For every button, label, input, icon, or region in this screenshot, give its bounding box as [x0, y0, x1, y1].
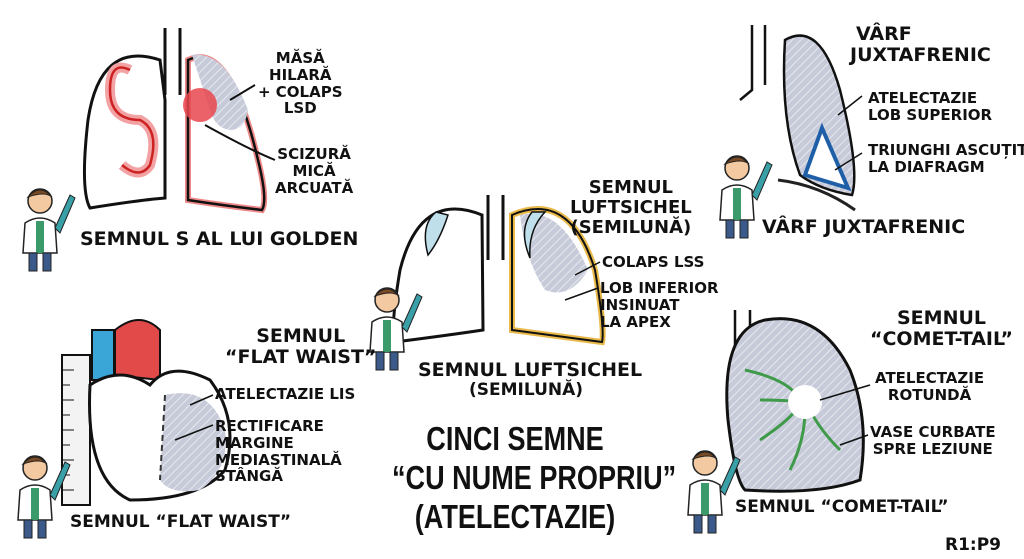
- label-line: INSINUAT: [600, 295, 680, 314]
- main-title: CINCI SEMNE “CU NUME PROPRIU” (ATELECTAZ…: [392, 420, 677, 537]
- title-line: SEMNUL: [588, 177, 674, 198]
- label-line: ROTUNDĂ: [887, 385, 972, 404]
- title-line: VÂRF: [856, 23, 912, 45]
- title-comet-tail: SEMNUL “COMET-TAIL”: [870, 307, 1014, 351]
- label-line: LA DIAFRAGM: [868, 157, 985, 176]
- flat-waist-heart: [61, 319, 232, 506]
- label-upper-lobe: ATELECTAZIE LOB SUPERIOR: [868, 90, 992, 124]
- title-line: “CU NUME PROPRIU”: [392, 458, 677, 496]
- label-line: MARGINE: [215, 433, 294, 452]
- caption-comet-tail: SEMNUL “COMET-TAIL”: [735, 497, 949, 517]
- label-minor-fissure: SCIZURĂ MICĂ ARCUATĂ: [275, 146, 353, 196]
- label-line: + COLAPS: [258, 82, 343, 101]
- label-line: HILARĂ: [269, 65, 332, 84]
- title-line: “FLAT WAIST”: [225, 346, 377, 369]
- title-line: SEMNUL: [897, 307, 987, 329]
- page-code: R1:P9: [945, 535, 1002, 555]
- caption-line: SEMNUL LUFTSICHEL: [418, 359, 643, 381]
- title-luftsichel: SEMNUL LUFTSICHEL (SEMILUNĂ): [570, 177, 692, 239]
- label-line: MICĂ: [292, 161, 336, 180]
- label-curved-vessels: VASE CURBATE SPRE LEZIUNE: [870, 424, 996, 458]
- label-line: LA APEX: [600, 312, 671, 331]
- caption-golden-s: SEMNUL S AL LUI GOLDEN: [80, 228, 359, 250]
- label-line: LSD: [283, 99, 317, 118]
- juxtaphrenic-lung: [739, 25, 863, 212]
- title-line: “COMET-TAIL”: [870, 328, 1014, 351]
- label-round-atelectasis: ATELECTAZIE ROTUNDĂ: [875, 370, 984, 404]
- label-hilar-mass: MĂSĂ HILARĂ + COLAPS LSD: [258, 50, 343, 117]
- title-line: SEMNUL: [256, 325, 346, 347]
- label-line: RECTIFICARE: [215, 417, 324, 435]
- title-line: CINCI SEMNE: [426, 420, 604, 457]
- label-sharp-triangle: TRIUNGHI ASCUȚIT LA DIAFRAGM: [868, 142, 1024, 176]
- doctor-figure-1: [22, 188, 76, 272]
- label-lower-lobe: LOB INFERIOR INSINUAT LA APEX: [600, 280, 719, 330]
- caption-juxtaphrenic: VÂRF JUXTAFRENIC: [762, 216, 966, 238]
- label-mediastinal-margin: RECTIFICARE MARGINE MEDIASTINALĂ STÂNGĂ: [215, 418, 342, 485]
- label-line: MEDIASTINALĂ: [215, 450, 342, 469]
- label-line: ATELECTAZIE: [875, 369, 985, 387]
- label-line: SPRE LEZIUNE: [872, 439, 993, 458]
- comet-tail-lung: [725, 310, 871, 493]
- label-lss-collapse: COLAPS LSS: [602, 253, 705, 271]
- title-line: (SEMILUNĂ): [570, 217, 692, 239]
- title-juxtaphrenic: VÂRF JUXTAFRENIC: [850, 23, 991, 67]
- label-line: LOB INFERIOR: [600, 279, 719, 297]
- caption-line: (SEMILUNĂ): [468, 380, 584, 401]
- caption-luftsichel: SEMNUL LUFTSICHEL (SEMILUNĂ): [418, 359, 643, 401]
- label-line: VASE CURBATE: [870, 423, 996, 441]
- label-line: TRIUNGHI ASCUȚIT: [868, 141, 1024, 159]
- label-line: ARCUATĂ: [275, 178, 354, 197]
- golden-s-lungs: [82, 28, 276, 214]
- title-flat-waist: SEMNUL “FLAT WAIST”: [225, 325, 377, 369]
- caption-flat-waist: SEMNUL “FLAT WAIST”: [70, 512, 292, 532]
- label-line: SCIZURĂ: [277, 145, 351, 163]
- label-line: ATELECTAZIE: [868, 89, 978, 107]
- title-line: JUXTAFRENIC: [850, 44, 991, 67]
- label-line: STÂNGĂ: [215, 467, 283, 486]
- title-line: (ATELECTAZIE): [414, 497, 616, 535]
- label-line: MĂSĂ: [275, 49, 325, 67]
- title-line: LUFTSICHEL: [570, 197, 692, 219]
- label-line: LOB SUPERIOR: [868, 105, 993, 124]
- label-lis-atelectasis: ATELECTAZIE LIS: [215, 385, 356, 403]
- doctor-figure-5: [687, 450, 741, 534]
